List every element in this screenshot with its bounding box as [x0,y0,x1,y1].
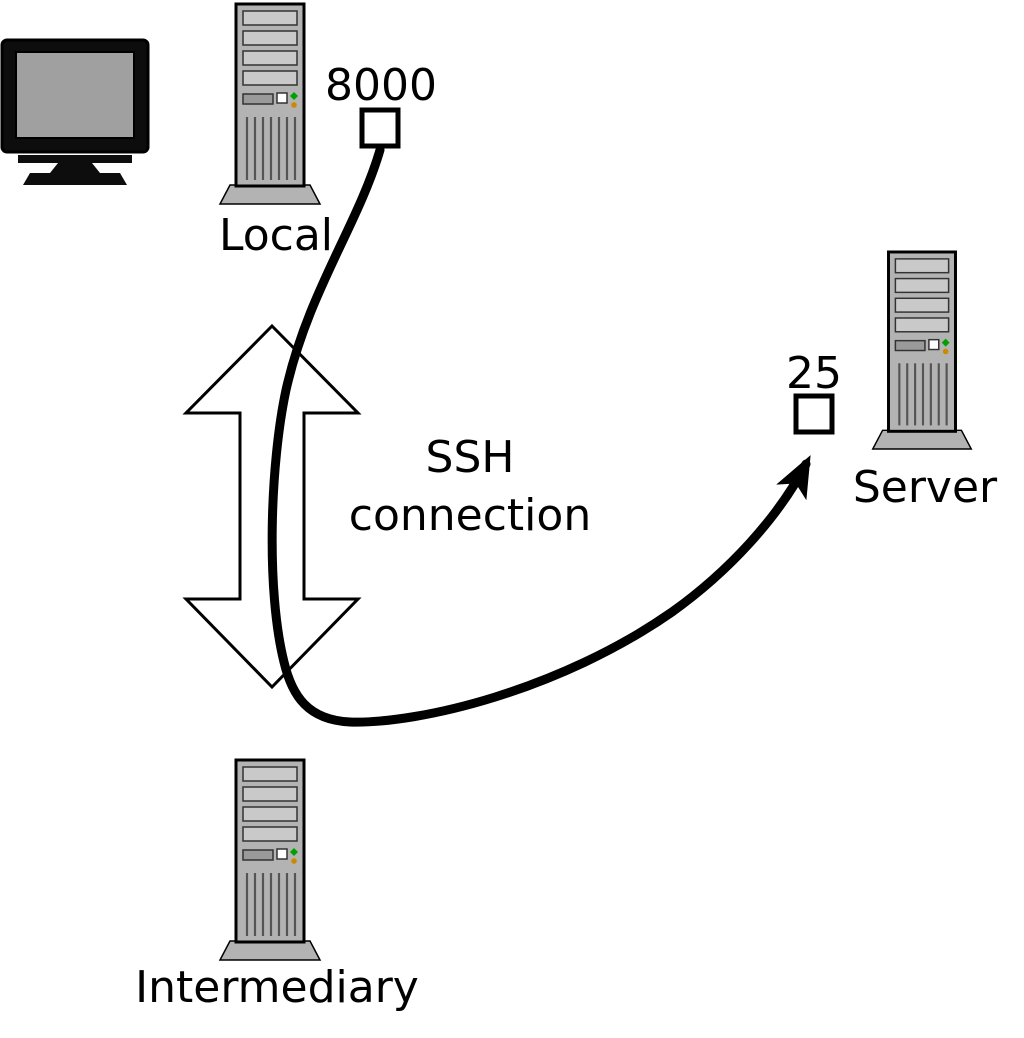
intermediary-label: Intermediary [135,962,419,1013]
ssh-label-line2: connection [349,490,591,541]
intermediary-computer-tower-icon [218,758,322,962]
monitor-icon [0,38,150,185]
tunnel-curve-arrow-icon [267,145,811,727]
server-label: Server [853,462,998,513]
local-port-label: 8000 [325,60,437,111]
local-label: Local [219,210,333,261]
server-port-box [793,393,835,435]
monitor-screen [15,51,135,139]
local-port-box [359,107,401,149]
monitor-base [23,173,127,185]
monitor-neck-bar [18,155,132,163]
monitor-stand [50,163,100,173]
ssh-label-line1: SSH [426,432,515,483]
server-port-label: 25 [786,348,842,399]
server-computer-tower-icon [871,250,973,451]
local-computer-tower-icon [218,2,322,206]
